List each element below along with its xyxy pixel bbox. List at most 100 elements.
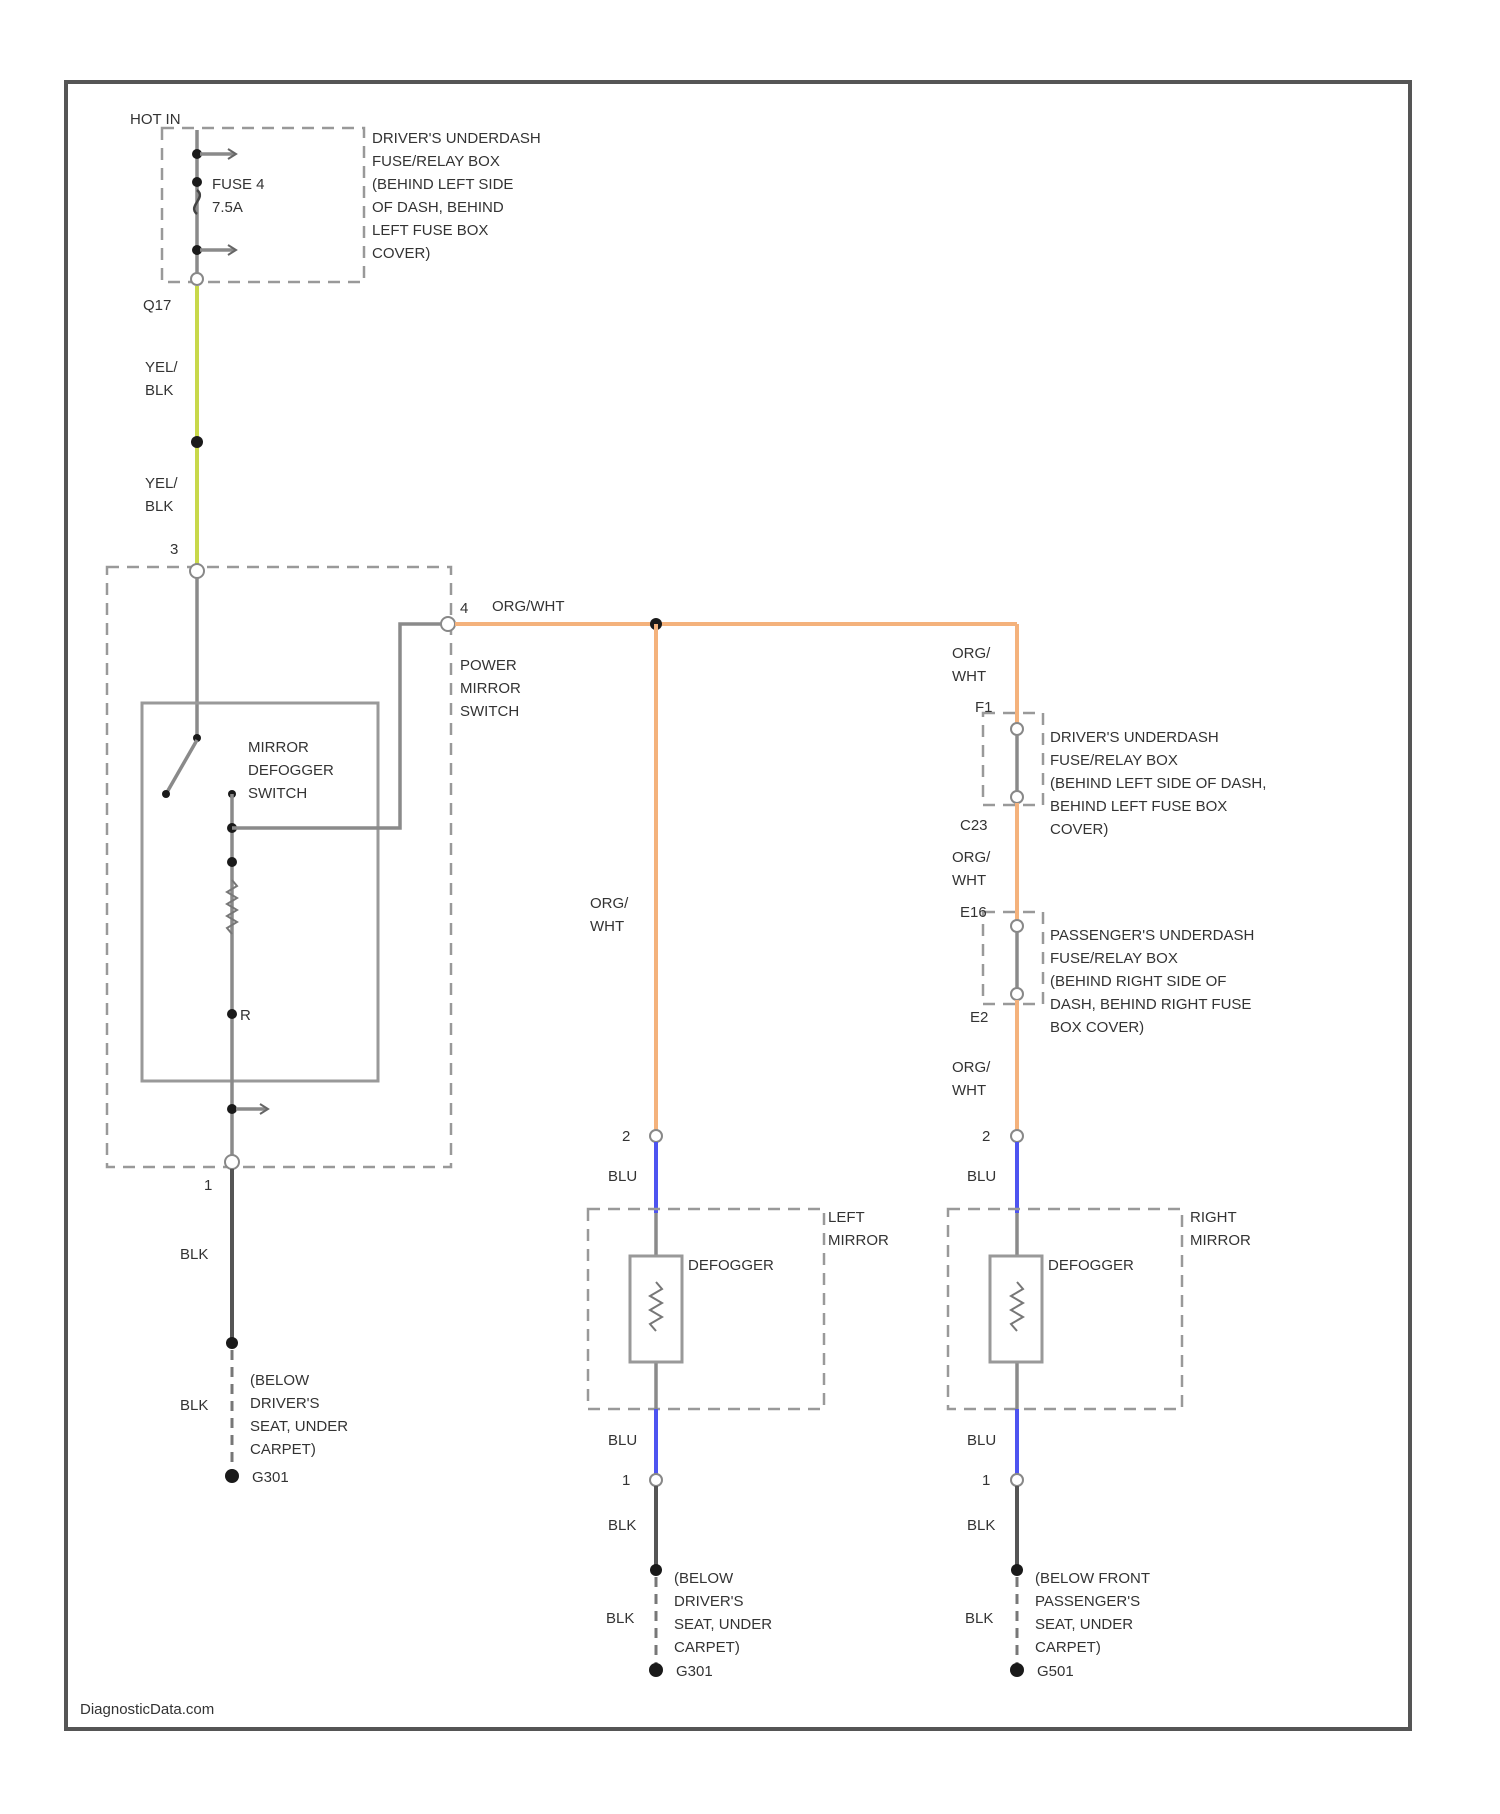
left-pin-1-label: 1 — [622, 1472, 630, 1489]
right-ground-loc-1: (BELOW FRONT — [1035, 1570, 1150, 1587]
right-pin-2-label: 2 — [982, 1128, 990, 1145]
fuse-box-label-4: OF DASH, BEHIND — [372, 199, 504, 216]
left-ground-loc-2: DRIVER'S — [674, 1593, 744, 1610]
power-mirror-switch-label-3: SWITCH — [460, 703, 519, 720]
switch-ground-g301-label: G301 — [252, 1469, 289, 1486]
right-driver-box-label-4: BEHIND LEFT FUSE BOX — [1050, 798, 1227, 815]
switch-ground-loc-4: CARPET) — [250, 1441, 316, 1458]
right-defogger-element — [990, 1256, 1042, 1362]
fuse-box-connector-q17 — [191, 273, 203, 285]
power-mirror-switch-label-2: MIRROR — [460, 680, 521, 697]
defogger-switch-outline — [142, 703, 378, 1081]
fuse-box-label-6: COVER) — [372, 245, 430, 262]
right-wire-blu-top-label: BLU — [967, 1168, 996, 1185]
right-ground-loc-4: CARPET) — [1035, 1639, 1101, 1656]
wire-yel-blk-label-1a: YEL/ — [145, 359, 178, 376]
right-ground-loc-2: PASSENGER'S — [1035, 1593, 1140, 1610]
switch-pin-1-label: 1 — [204, 1177, 212, 1194]
left-defogger-label: DEFOGGER — [688, 1257, 774, 1274]
left-pin-2-label: 2 — [622, 1128, 630, 1145]
right-pin-2 — [1011, 1130, 1023, 1142]
right-wire-org-wht-1-label-a: ORG/ — [952, 645, 991, 662]
switch-ground-g301-icon — [225, 1469, 239, 1483]
right-passenger-box-label-1: PASSENGER'S UNDERDASH — [1050, 927, 1254, 944]
driver-fuse-box-outline — [162, 128, 364, 282]
switch-ground-loc-2: DRIVER'S — [250, 1395, 320, 1412]
right-wire-org-wht-1-label-b: WHT — [952, 668, 986, 685]
right-conn-c23 — [1011, 791, 1023, 803]
left-pin-2 — [650, 1130, 662, 1142]
right-passenger-box-label-4: DASH, BEHIND RIGHT FUSE — [1050, 996, 1251, 1013]
hot-in-label: HOT IN — [130, 111, 181, 128]
wire-org-wht-bus-label: ORG/WHT — [492, 598, 565, 615]
switch-ground-loc-3: SEAT, UNDER — [250, 1418, 348, 1435]
right-ground-splice — [1011, 1564, 1023, 1576]
switch-contact-blade — [162, 790, 170, 798]
left-mirror-label-2: MIRROR — [828, 1232, 889, 1249]
right-conn-f1 — [1011, 723, 1023, 735]
defogger-switch-label-3: SWITCH — [248, 785, 307, 802]
left-ground-g301-label: G301 — [676, 1663, 713, 1680]
wire-yel-blk-label-2b: BLK — [145, 498, 173, 515]
right-ground-g501-icon — [1010, 1663, 1024, 1677]
right-pin-1 — [1011, 1474, 1023, 1486]
right-passenger-box-label-5: BOX COVER) — [1050, 1019, 1144, 1036]
switch-pin-3-label: 3 — [170, 541, 178, 558]
right-ground-blk-label: BLK — [965, 1610, 993, 1627]
left-wire-org-wht-label-b: WHT — [590, 918, 624, 935]
right-defogger-label: DEFOGGER — [1048, 1257, 1134, 1274]
fuse-box-label-2: FUSE/RELAY BOX — [372, 153, 500, 170]
switch-ground-wire-label: BLK — [180, 1246, 208, 1263]
fuse-box-label-3: (BEHIND LEFT SIDE — [372, 176, 513, 193]
left-ground-blk-label: BLK — [606, 1610, 634, 1627]
fuse-box-label-5: LEFT FUSE BOX — [372, 222, 488, 239]
fuse-4-rating: 7.5A — [212, 199, 243, 216]
indicator-r-label: R — [240, 1007, 251, 1024]
left-pin-1 — [650, 1474, 662, 1486]
right-conn-e2 — [1011, 988, 1023, 1000]
right-ground-g501-label: G501 — [1037, 1663, 1074, 1680]
right-mirror-label-1: RIGHT — [1190, 1209, 1237, 1226]
left-mirror-label-1: LEFT — [828, 1209, 865, 1226]
right-pin-1-label: 1 — [982, 1472, 990, 1489]
right-wire-blk-label: BLK — [967, 1517, 995, 1534]
left-mirror-outline — [588, 1209, 824, 1409]
defogger-switch-label-2: DEFOGGER — [248, 762, 334, 779]
left-wire-blu-top-label: BLU — [608, 1168, 637, 1185]
left-ground-loc-4: CARPET) — [674, 1639, 740, 1656]
right-driver-box-label-1: DRIVER'S UNDERDASH — [1050, 729, 1219, 746]
right-driver-box-label-2: FUSE/RELAY BOX — [1050, 752, 1178, 769]
right-wire-org-wht-2-label-b: WHT — [952, 872, 986, 889]
switch-ground-loc-1: (BELOW — [250, 1372, 310, 1389]
left-wire-org-wht-label-a: ORG/ — [590, 895, 629, 912]
left-wire-blu-bottom-label: BLU — [608, 1432, 637, 1449]
right-conn-e16-label: E16 — [960, 904, 987, 921]
switch-ground-tap-dot — [227, 1104, 237, 1114]
splice-yel-blk — [191, 436, 203, 448]
right-wire-org-wht-2-label-a: ORG/ — [952, 849, 991, 866]
connector-q17-label: Q17 — [143, 297, 171, 314]
right-wire-blu-bottom-label: BLU — [967, 1432, 996, 1449]
left-ground-loc-1: (BELOW — [674, 1570, 734, 1587]
left-ground-splice — [650, 1564, 662, 1576]
switch-blade — [166, 740, 197, 794]
switch-ground-blk-label: BLK — [180, 1397, 208, 1414]
switch-pin-1 — [225, 1155, 239, 1169]
right-driver-box-label-3: (BEHIND LEFT SIDE OF DASH, — [1050, 775, 1266, 792]
switch-ground-splice — [226, 1337, 238, 1349]
left-ground-loc-3: SEAT, UNDER — [674, 1616, 772, 1633]
left-wire-blk-label: BLK — [608, 1517, 636, 1534]
left-defogger-element — [630, 1256, 682, 1362]
fuse-box-label-1: DRIVER'S UNDERDASH — [372, 130, 541, 147]
wire-yel-blk-label-1b: BLK — [145, 382, 173, 399]
right-wire-org-wht-3-label-b: WHT — [952, 1082, 986, 1099]
right-ground-loc-3: SEAT, UNDER — [1035, 1616, 1133, 1633]
right-wire-org-wht-3-label-a: ORG/ — [952, 1059, 991, 1076]
right-mirror-label-2: MIRROR — [1190, 1232, 1251, 1249]
indicator-resistor — [227, 880, 237, 934]
switch-pin-4-label: 4 — [460, 600, 468, 617]
switch-pin-3 — [190, 564, 204, 578]
power-mirror-switch-label-1: POWER — [460, 657, 517, 674]
indicator-node-top — [227, 857, 237, 867]
indicator-node-r — [227, 1009, 237, 1019]
